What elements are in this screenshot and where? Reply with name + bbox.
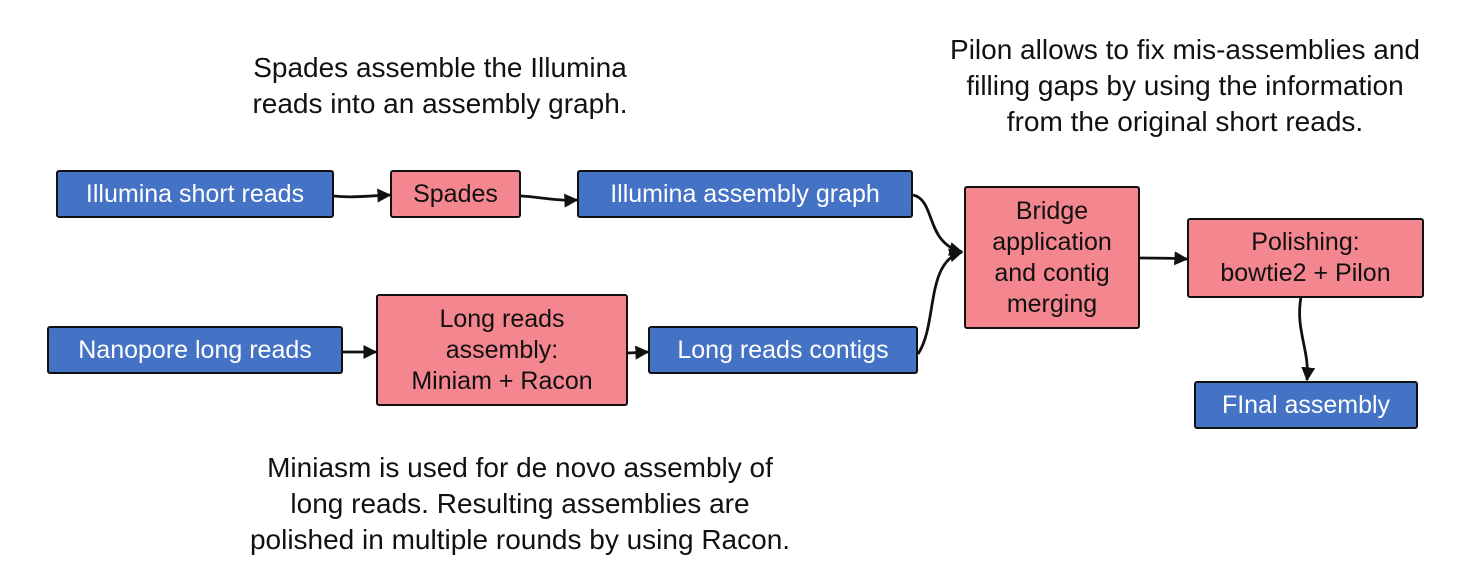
note-miniasm: Miniasm is used for de novo assembly of … — [249, 452, 791, 555]
node-long-reads-contigs: Long reads contigs — [648, 326, 918, 374]
edge-assembly-to-contigs — [627, 345, 650, 360]
edge-spades-to-graph — [520, 193, 579, 208]
edge-graph-to-bridge — [912, 193, 964, 256]
edge-polishing-to-final — [1298, 296, 1316, 382]
note-pilon: Pilon allows to fix mis-assemblies and f… — [950, 34, 1420, 137]
edge-short-reads-to-spades — [333, 188, 392, 203]
node-final-assembly: FInal assembly — [1194, 381, 1418, 429]
node-illumina-assembly-graph: Illumina assembly graph — [577, 170, 913, 218]
node-nanopore-long-reads: Nanopore long reads — [47, 326, 343, 374]
edge-bridge-to-polishing — [1139, 251, 1189, 266]
note-spades: Spades assemble the Illumina reads into … — [252, 52, 628, 119]
node-polishing: Polishing: bowtie2 + Pilon — [1187, 218, 1424, 298]
edge-contigs-to-bridge — [916, 248, 964, 355]
node-spades: Spades — [390, 170, 521, 218]
node-long-reads-assembly: Long reads assembly: Miniam + Racon — [376, 294, 628, 406]
node-bridge-application: Bridge application and contig merging — [964, 186, 1140, 329]
node-illumina-short-reads: Illumina short reads — [56, 170, 334, 218]
